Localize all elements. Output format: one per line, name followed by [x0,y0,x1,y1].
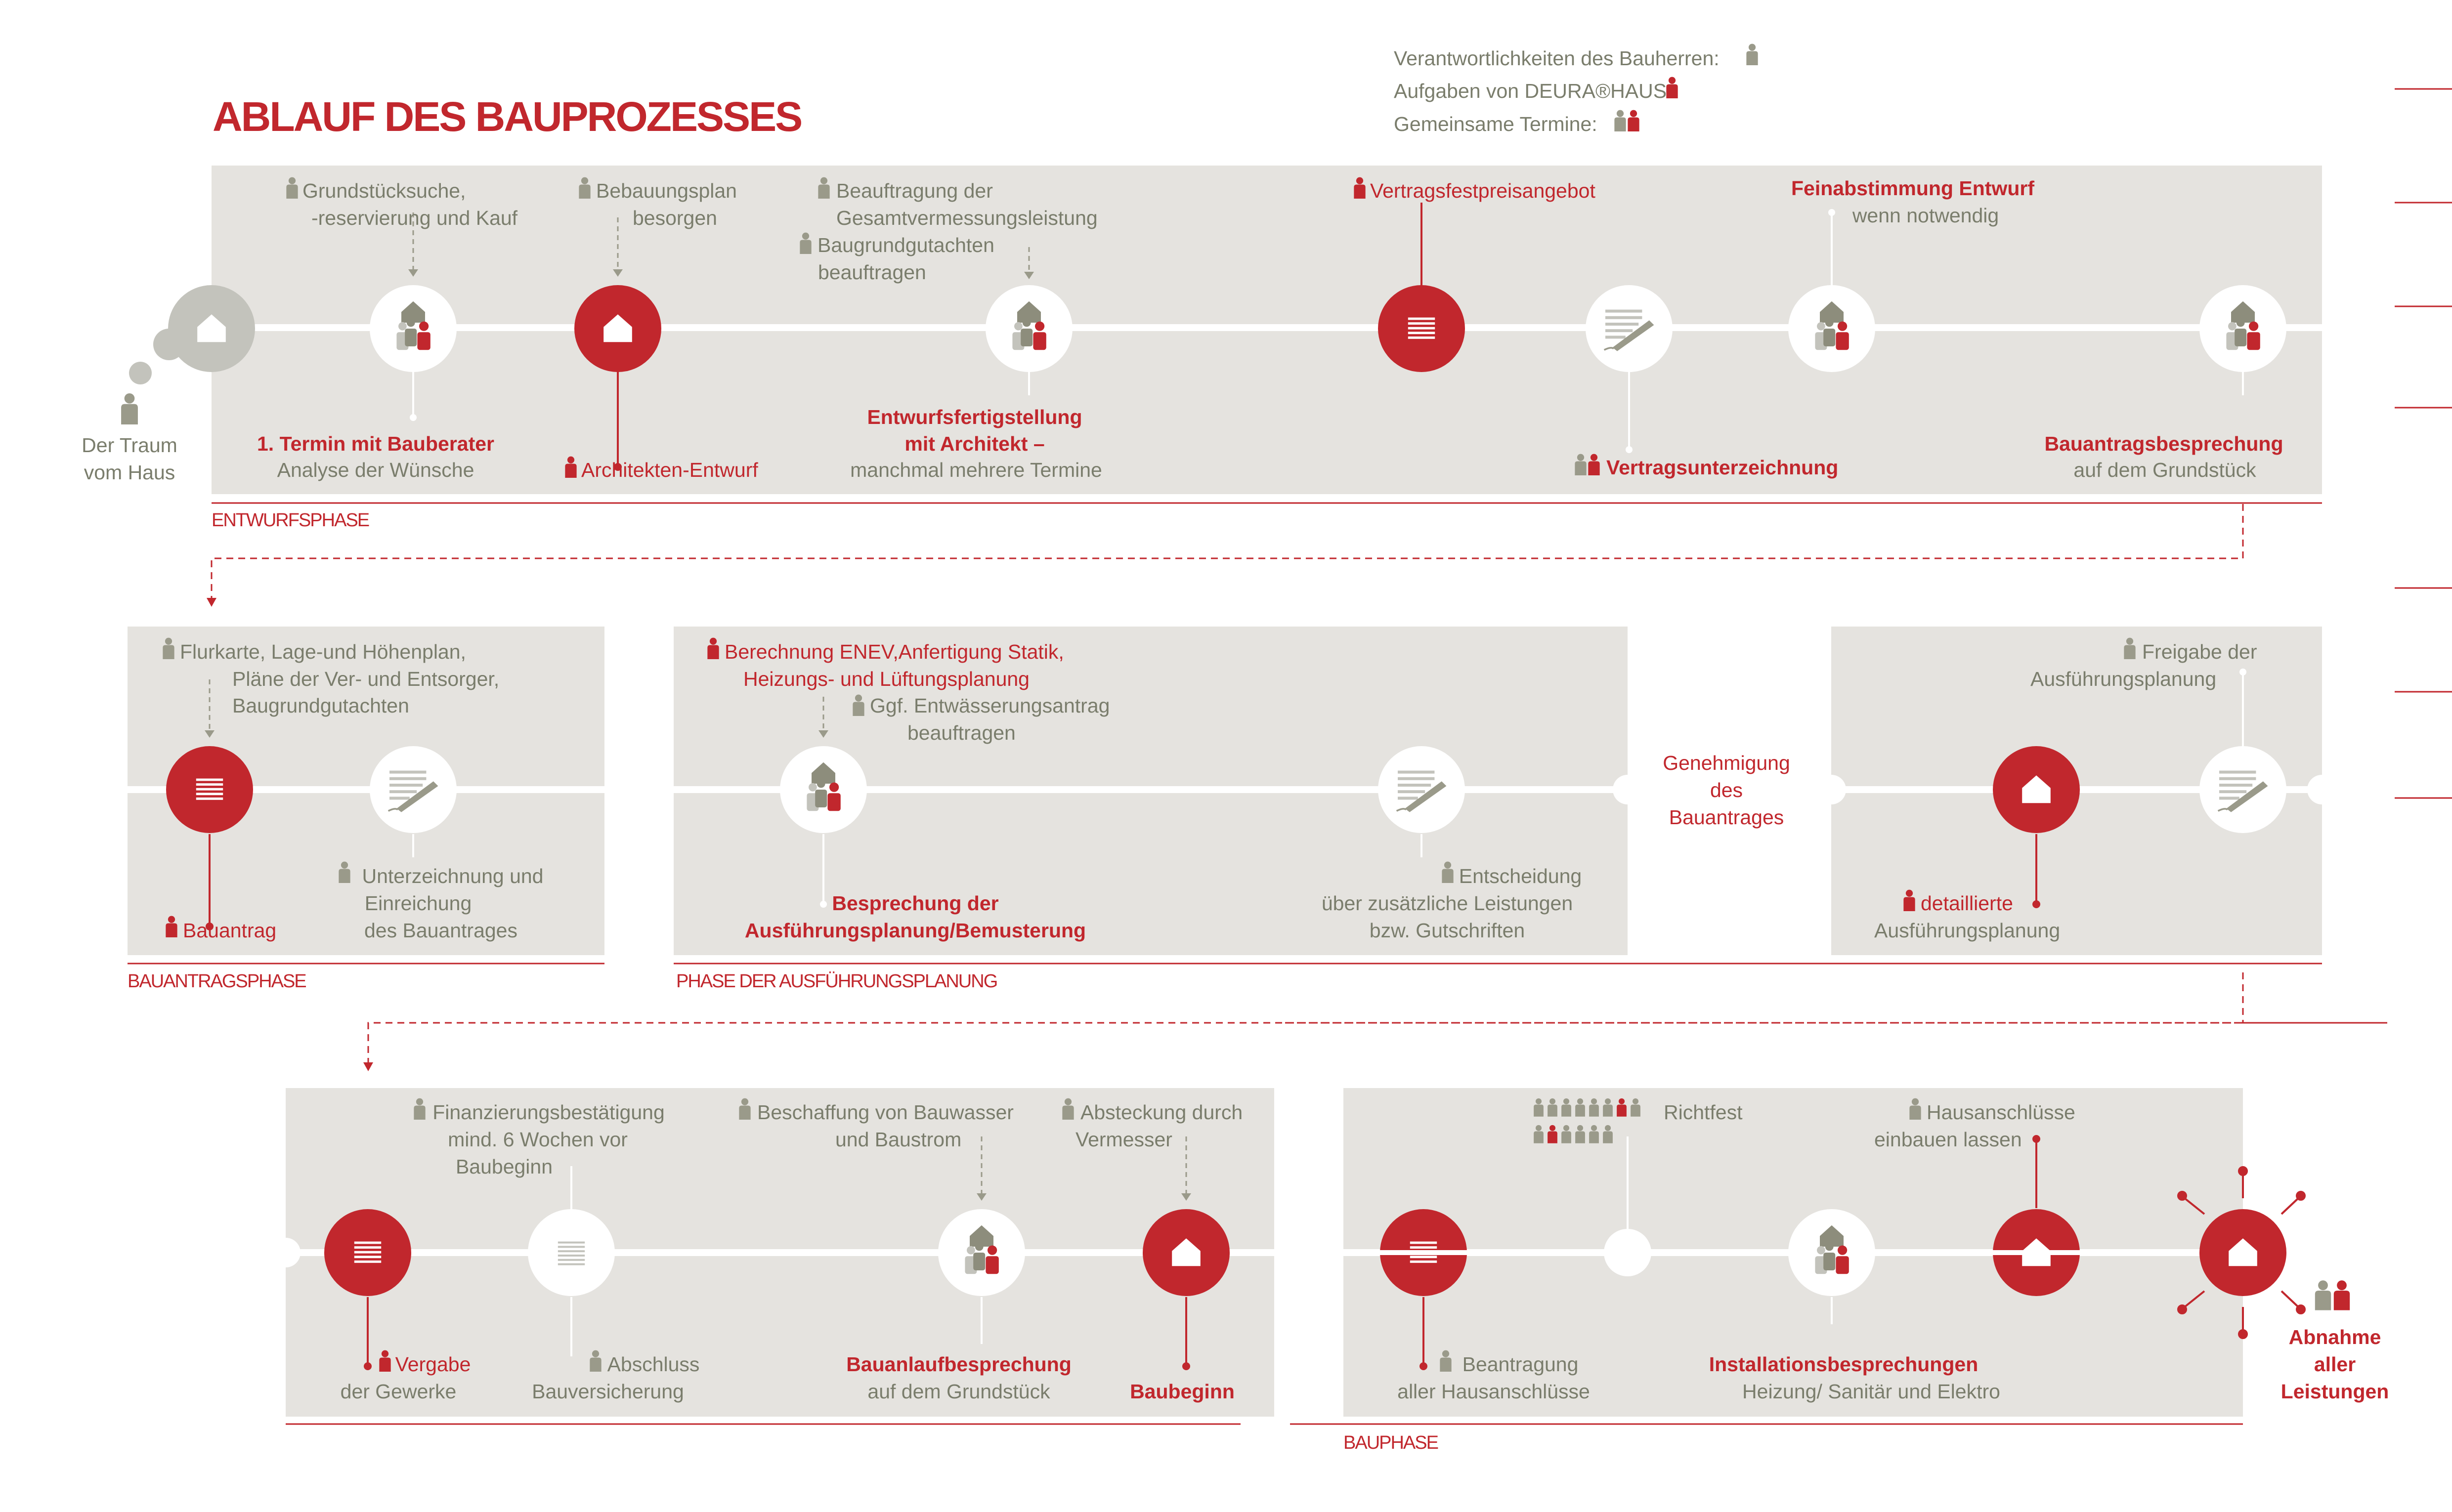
phase-label-permit: BAUANTRAGSPHASE [128,971,306,992]
person-grey-icon [1746,43,1758,65]
person-grey-icon [1614,110,1626,131]
legend-deura: Aufgaben von DEURA®HAUS: [1394,80,1672,102]
label-construction-start: Baubeginn [1130,1380,1235,1403]
edge-markers [2395,88,2452,799]
legend-owner: Verantwortlichkeiten des Bauherren: [1394,47,1720,70]
label-permit-application: Bauantrag [183,919,276,942]
person-grey-icon [2315,1280,2331,1310]
label-enev: Berechnung ENEV,Anfertigung Statik,Heizu… [725,640,1064,690]
acceptance-burst [2177,1166,2306,1339]
phase-label-construction: BAUPHASE [1343,1432,1438,1453]
label-topping-out: Richtfest [1664,1101,1743,1124]
label-cadastral: Flurkarte, Lage-und Höhenplan,Pläne der … [180,640,499,717]
phase-label-design: ENTWURFSPHASE [212,510,369,531]
legend-joint: Gemeinsame Termine: [1394,113,1597,135]
person-red-icon [2333,1280,2350,1310]
label-contract-signing: Vertragsunterzeichnung [1606,456,1838,479]
label-fixed-price: Vertragsfestpreisangebot [1370,179,1595,202]
label-lot-search: Grundstücksuche,-reservierung und Kauf [302,179,518,229]
page-title: ABLAUF DES BAUPROZESSES [213,93,801,140]
person-grey-icon [121,393,138,424]
person-red-icon [1628,110,1639,131]
label-architect-draft: Architekten-Entwurf [581,459,758,481]
phase-label-execution: PHASE DER AUSFÜHRUNGSPLANUNG [676,971,997,992]
